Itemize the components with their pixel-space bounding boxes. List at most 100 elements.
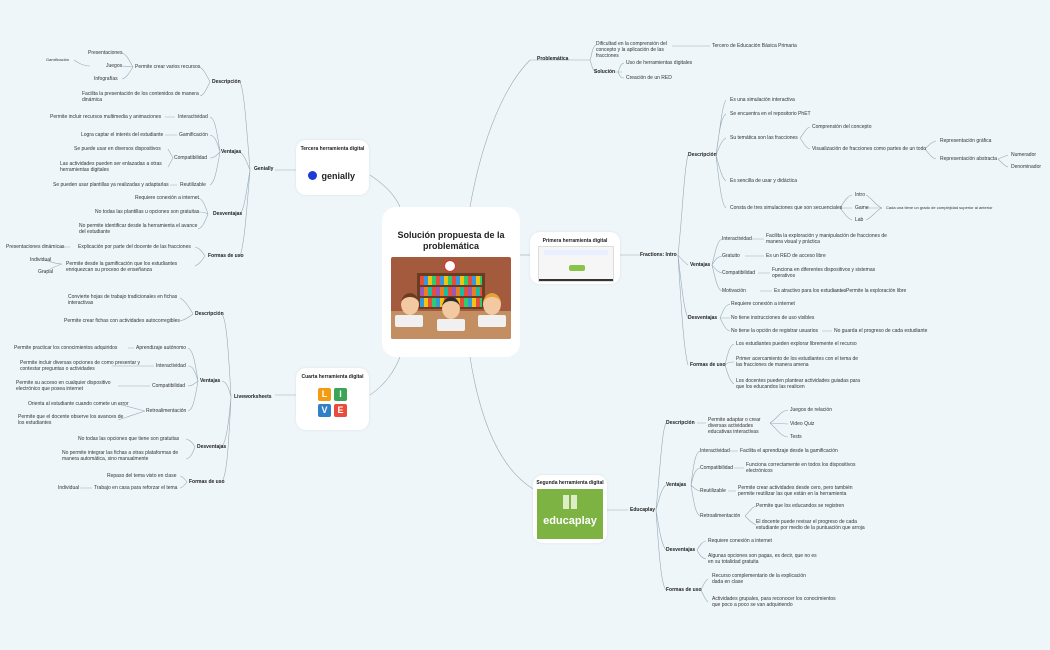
usage-item: Actividades grupales, para reconocer los…: [712, 596, 836, 608]
logo-letter: I: [334, 388, 347, 401]
disadvantage-item: No tiene la opción de registrar usuarios: [731, 328, 818, 334]
advantage-key: Aprendizaje autónomo: [136, 345, 187, 351]
disadvantage-item: Algunas opciones son pagas, es decir, qu…: [708, 553, 817, 565]
problem-grade: Tercero de Educación Básica Primaria: [712, 43, 797, 49]
solution-item: Creación de un RED: [626, 75, 672, 81]
presentation-text: Facilita la presentación de los contenid…: [82, 91, 199, 103]
simulation-note: Cada una tiene un grado de complejidad s…: [886, 205, 993, 210]
representation-item: Representación gráfica: [940, 138, 992, 144]
advantage-key: Gratuito: [722, 253, 740, 259]
abstract-part: Denominador: [1011, 164, 1042, 170]
advantages-label: Ventajas: [666, 482, 687, 488]
solution-item: Uso de herramientas digitales: [626, 60, 693, 66]
advantage-key: Interactividad: [700, 448, 730, 454]
disadvantage-item: No todas las plantillas u opciones son g…: [95, 209, 200, 215]
description-item: Video Quiz: [790, 421, 815, 427]
educaplay-logo: educaplay: [537, 489, 603, 539]
genially-icon: [308, 171, 317, 181]
advantage-key: Reutilizable: [180, 182, 206, 188]
disadvantage-extra: No guarda el progreso de cada estudiante: [834, 328, 928, 334]
feedback-label: Retroalimentación: [700, 513, 741, 519]
logo-letter: L: [318, 388, 331, 401]
logo-letter: E: [334, 404, 347, 417]
representation-item: Representación abstracta: [940, 156, 997, 162]
usage-label: Formas de uso: [189, 479, 225, 485]
disadvantage-item: Requiere conexión a internet: [731, 301, 795, 307]
advantages-label: Ventajas: [221, 149, 242, 155]
advantage-key: Interactividad: [156, 363, 186, 369]
homework-extra: Individual: [58, 485, 80, 491]
advantage-value: Es un RED de acceso libre: [766, 253, 826, 259]
student-figure: [401, 293, 419, 315]
card-title: Primera herramienta digital: [542, 238, 608, 244]
advantage-key: Motivación: [722, 288, 746, 294]
card-third-tool[interactable]: Tercera herramienta digital genially: [296, 140, 369, 195]
disadvantage-item: No tiene instrucciones de uso visibles: [731, 315, 815, 321]
central-topic: Solución propuesta de la problemática: [382, 207, 520, 357]
card-title: Cuarta herramienta digital: [301, 374, 364, 380]
explanation-extra: Presentaciones dinámicas: [6, 244, 65, 250]
student-figure: [442, 297, 460, 319]
usage-item: Los docentes pueden plantear actividades…: [736, 378, 860, 390]
advantages-label: Ventajas: [200, 378, 221, 384]
simulation-item: Lab: [855, 217, 864, 223]
logo-text: educaplay: [543, 515, 597, 527]
usage-item: Los estudiantes pueden explorar libremen…: [736, 341, 857, 347]
advantage-value: Facilita la exploración y manipulación d…: [766, 233, 887, 245]
description-item: Su temática son las fracciones: [730, 135, 798, 141]
description-label: Descripción: [195, 311, 224, 317]
logo-text: genially: [321, 170, 355, 181]
description-item: Permite crear fichas con actividades aut…: [64, 318, 180, 324]
disadvantage-item: No permite integrar las fichas a otras p…: [62, 450, 179, 462]
compat-item: Se puede usar en diversos dispositivos: [74, 146, 161, 152]
abstract-part: Numerador: [1011, 152, 1037, 158]
games-extra: Gamificación: [46, 57, 70, 62]
advantage-key: Compatibilidad: [722, 270, 756, 276]
usage-item: Explicación por parte del docente de las…: [78, 244, 191, 250]
simulation-item: Game: [855, 205, 869, 211]
description-item: Es una simulación interactiva: [730, 97, 795, 103]
advantage-key: Compatibilidad: [700, 465, 734, 471]
advantage-value: Permite su acceso en cualquier dispositi…: [16, 380, 111, 392]
card-title: Segunda herramienta digital: [536, 480, 604, 486]
advantage-value: Es atractivo para los estudiantes: [774, 288, 847, 294]
advantages-label: Ventajas: [690, 262, 711, 268]
usage-label: Formas de uso: [666, 587, 702, 593]
disadvantage-item: No permite identificar desde la herramie…: [79, 223, 198, 235]
description-item: Consta de tres simulaciones que son secu…: [730, 205, 843, 211]
card-first-tool[interactable]: Primera herramienta digital: [530, 232, 620, 284]
advantage-value: Permite incluir diversas opciones de com…: [20, 360, 141, 372]
advantage-value: Permite incluir recursos multimedia y an…: [50, 114, 162, 120]
card-title: Tercera herramienta digital: [300, 146, 365, 152]
advantage-key: Interactividad: [722, 236, 752, 242]
resource-item: Juegos: [106, 63, 123, 69]
usage-item: Permite desde la gamificación que los es…: [66, 261, 178, 273]
advantage-key: Reutilizable: [700, 488, 726, 494]
disadvantage-item: No todas las opciones que tiene son grat…: [78, 436, 180, 442]
advantage-key: Gamificación: [179, 132, 208, 138]
advantage-value: Funciona en diferentes dispositivos y si…: [772, 267, 876, 279]
create-label: Permite crear varios recursos: [135, 64, 201, 70]
feedback-label: Retroalimentación: [146, 408, 187, 414]
central-title: Solución propuesta de la problemática: [397, 230, 505, 251]
feedback-item: Permite que el docente observe los avanc…: [18, 414, 124, 426]
description-label: Descripción: [212, 79, 241, 85]
usage-item: Repaso del tema visto en clase: [107, 473, 177, 479]
description-item: Juegos de relación: [790, 407, 832, 413]
classroom-illustration: [391, 257, 511, 339]
simulation-item: Intro: [855, 192, 866, 198]
advantage-key: Interactividad: [178, 114, 208, 120]
feedback-item: Orienta al estudiante cuando comete un e…: [28, 401, 129, 407]
tool-name: Liveworksheets: [234, 394, 272, 400]
tool-name: Genially: [254, 166, 274, 172]
advantage-value: Permite practicar los conocimientos adqu…: [14, 345, 118, 351]
problem-label: Problemática: [537, 56, 569, 62]
advantage-value: Funciona correctamente en todos los disp…: [746, 462, 856, 474]
description-item: Tests: [790, 434, 802, 440]
genially-logo: genially: [308, 167, 355, 185]
card-fourth-tool[interactable]: Cuarta herramienta digital L I V E: [296, 368, 369, 430]
solution-label: Solución: [594, 69, 616, 75]
disadvantages-label: Desventajas: [197, 444, 227, 450]
card-second-tool[interactable]: Segunda herramienta digital educaplay: [533, 475, 607, 543]
